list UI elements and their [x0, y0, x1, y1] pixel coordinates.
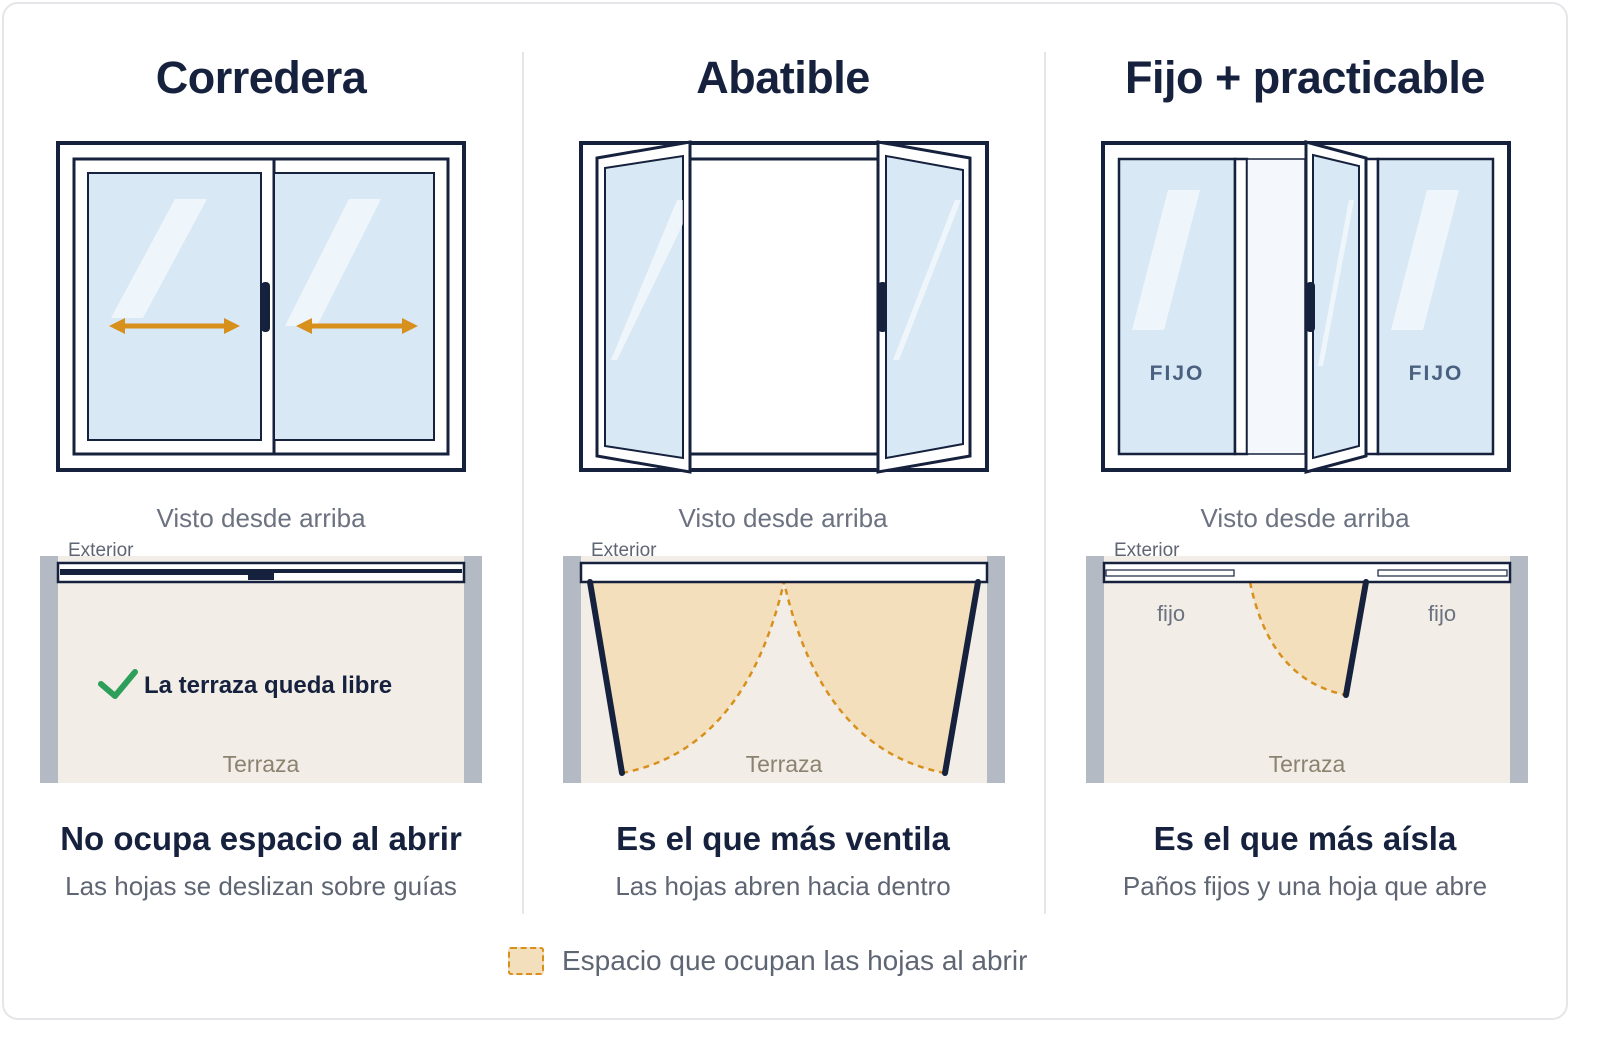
fixed-casement-window-plan: fijo fijo	[1086, 556, 1528, 783]
exterior-label: Exterior	[68, 540, 134, 561]
casement-window-front	[579, 140, 989, 474]
terrace-label: Terraza	[223, 751, 300, 777]
opening-area	[784, 582, 978, 773]
fixed-plan-label: fijo	[1157, 601, 1185, 626]
caption-top-view: Visto desde arriba	[1200, 503, 1410, 533]
sash-leaf	[1343, 579, 1369, 698]
sliding-window-front	[56, 141, 466, 472]
title-corredera: Corredera	[155, 52, 367, 103]
title-abatible: Abatible	[696, 52, 870, 103]
subtitle-abatible: Las hojas abren hacia dentro	[615, 871, 951, 901]
free-terrace-note: La terraza queda libre	[144, 672, 392, 699]
opening-area	[590, 582, 784, 773]
caption-top-view: Visto desde arriba	[156, 503, 366, 533]
casement-window-plan	[563, 556, 1005, 783]
terrace-label: Terraza	[1269, 751, 1346, 777]
headline-abatible: Es el que más ventila	[616, 820, 950, 857]
wall	[40, 556, 58, 783]
handle-icon	[1306, 282, 1315, 332]
glass-reflection	[111, 199, 207, 318]
sash-leaf	[587, 579, 625, 776]
exterior-label: Exterior	[591, 540, 657, 561]
wall	[987, 556, 1005, 783]
sash-leaf	[942, 579, 981, 776]
caption-top-view: Visto desde arriba	[678, 503, 888, 533]
check-icon	[98, 669, 138, 699]
column-divider	[522, 52, 524, 914]
column-divider	[1044, 52, 1046, 914]
wall	[563, 556, 581, 783]
headline-fijo-practicable: Es el que más aísla	[1153, 820, 1457, 857]
exterior-label: Exterior	[1114, 540, 1180, 561]
terrace-label: Terraza	[746, 751, 823, 777]
terrace-area	[40, 556, 482, 783]
subtitle-fijo-practicable: Paños fijos y una hoja que abre	[1122, 871, 1488, 901]
legend: Espacio que ocupan las hojas al abrir	[508, 944, 1027, 978]
fixed-pane-label: FIJO	[1150, 362, 1205, 385]
fixed-casement-window-front: FIJO FIJO	[1101, 140, 1511, 474]
wall	[464, 556, 482, 783]
legend-swatch-opening-area	[508, 947, 544, 975]
subtitle-corredera: Las hojas se deslizan sobre guías	[65, 871, 457, 901]
handle-icon	[878, 282, 887, 332]
glass-reflection	[285, 199, 381, 326]
title-fijo-practicable: Fijo + practicable	[1125, 52, 1485, 103]
wall	[1510, 556, 1528, 783]
opening-area	[1250, 582, 1366, 695]
wall	[1086, 556, 1104, 783]
headline-corredera: No ocupa espacio al abrir	[60, 820, 462, 857]
sliding-window-plan	[40, 556, 482, 783]
fixed-plan-label: fijo	[1428, 601, 1456, 626]
legend-label: Espacio que ocupan las hojas al abrir	[562, 945, 1028, 976]
handle-icon	[261, 282, 270, 332]
fixed-pane-label: FIJO	[1409, 362, 1464, 385]
